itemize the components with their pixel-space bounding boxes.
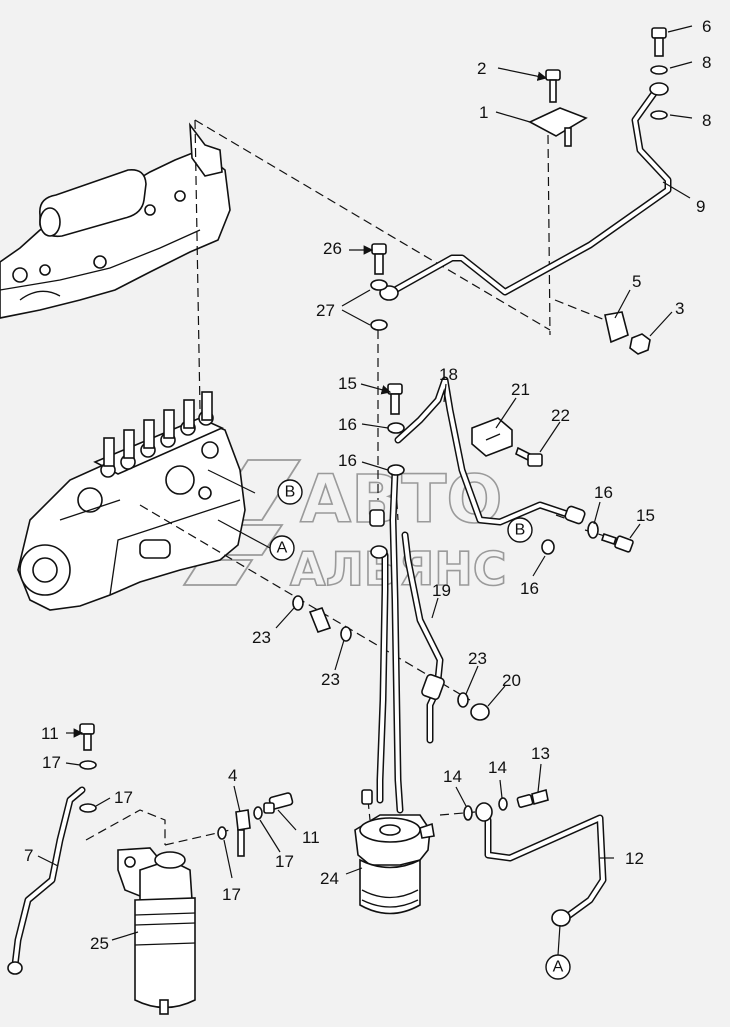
- callout-18: 18: [439, 365, 458, 384]
- cylinder-head: [0, 122, 231, 319]
- fuel-pipe-12: [475, 802, 607, 927]
- callout-26: 26: [323, 239, 342, 258]
- callout-22: 22: [551, 406, 570, 425]
- callout-23b: 23: [321, 670, 340, 689]
- callout-15b: 15: [636, 506, 655, 525]
- callout-1: 1: [479, 103, 488, 122]
- watermark-line2: АЛЬЯНС: [290, 542, 507, 596]
- callout-15a: 15: [338, 374, 357, 393]
- callout-17a: 17: [42, 753, 61, 772]
- ref-label: A: [277, 540, 288, 557]
- callout-17c: 17: [275, 852, 294, 871]
- callout-25: 25: [90, 934, 109, 953]
- callout-6: 6: [702, 17, 711, 36]
- assembly-lines: [85, 119, 619, 846]
- callout-3: 3: [675, 299, 684, 318]
- injection-pump: [17, 391, 246, 611]
- leader-lines: [37, 25, 693, 956]
- ref-marker-b-pump: B: [277, 479, 303, 505]
- callout-7: 7: [24, 846, 33, 865]
- callout-24: 24: [320, 869, 339, 888]
- ref-label: B: [515, 522, 526, 539]
- callout-17b: 17: [114, 788, 133, 807]
- fuel-pipe-9: [379, 82, 672, 301]
- callout-2: 2: [477, 59, 486, 78]
- callout-5: 5: [632, 272, 641, 291]
- callout-14b: 14: [488, 758, 507, 777]
- callout-11b: 11: [302, 828, 320, 847]
- callout-16c: 16: [594, 483, 613, 502]
- callout-21: 21: [511, 380, 530, 399]
- callout-12: 12: [625, 849, 644, 868]
- callout-23a: 23: [252, 628, 271, 647]
- fuel-pipe-19: [401, 531, 445, 744]
- ref-marker-a-pump: A: [269, 535, 295, 561]
- callout-20: 20: [502, 671, 521, 690]
- callout-11a: 11: [41, 724, 59, 743]
- callout-23c: 23: [468, 649, 487, 668]
- fuel-filter-24: [354, 814, 435, 915]
- reference-markers: B A B A: [269, 479, 571, 980]
- callout-9: 9: [696, 197, 705, 216]
- part-callouts: 1 2 3 4 5 6 7 8 8 9 11 11 12 13 14 14 15…: [24, 17, 711, 953]
- hardware: [79, 27, 668, 857]
- callout-8a: 8: [702, 53, 711, 72]
- ref-marker-a-pipe: A: [545, 954, 571, 980]
- fuel-filter-25: [117, 847, 196, 1015]
- callout-16b: 16: [338, 451, 357, 470]
- ref-marker-b-pipe: B: [507, 517, 533, 543]
- fuel-pipe-vertical: [369, 468, 404, 814]
- callout-14a: 14: [443, 767, 462, 786]
- callout-16d: 16: [520, 579, 539, 598]
- callout-19: 19: [432, 581, 451, 600]
- callout-4: 4: [228, 766, 237, 785]
- callout-17d: 17: [222, 885, 241, 904]
- callout-13: 13: [531, 744, 550, 763]
- ref-label: B: [285, 484, 296, 501]
- ref-label: A: [553, 959, 564, 976]
- callout-27: 27: [316, 301, 335, 320]
- fuel-pipe-7: [7, 786, 86, 975]
- callout-16a: 16: [338, 415, 357, 434]
- fuel-pipe-18: [394, 376, 586, 526]
- callout-8b: 8: [702, 111, 711, 130]
